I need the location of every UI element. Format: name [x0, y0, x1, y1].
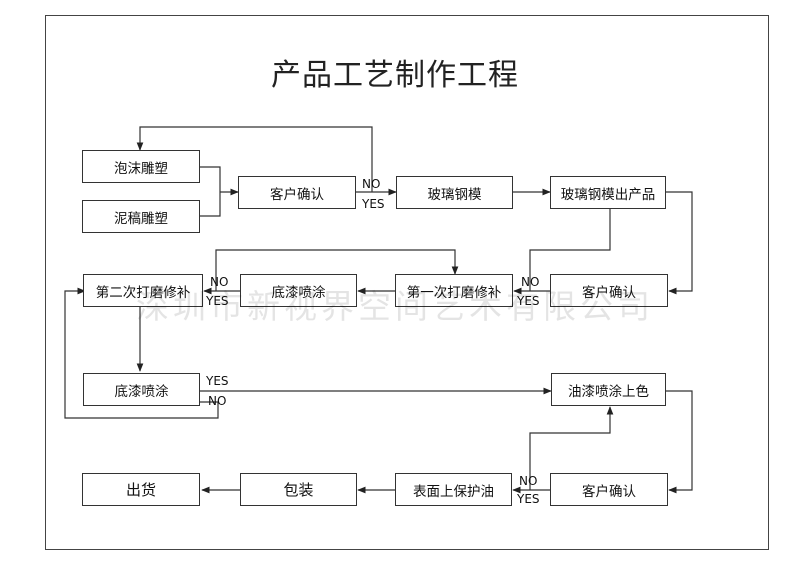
node-foam-sculpture: 泡沫雕塑	[82, 150, 200, 183]
node-frp-product: 玻璃钢模出产品	[550, 176, 666, 209]
node-paint-color: 油漆喷涂上色	[551, 373, 666, 406]
node-client-confirm-2: 客户确认	[550, 274, 668, 307]
node-shipping: 出货	[82, 473, 200, 506]
label-no-2: NO	[521, 275, 540, 289]
node-client-confirm-1: 客户确认	[238, 176, 356, 209]
label-no-5: NO	[519, 474, 538, 488]
label-yes-5: YES	[517, 492, 540, 506]
label-yes-1: YES	[362, 197, 385, 211]
node-primer-1: 底漆喷涂	[240, 274, 357, 307]
arrow-loop-top	[215, 249, 459, 291]
connector-product-no	[529, 208, 611, 291]
arrow-primer2-no-back	[64, 287, 219, 419]
diagram-frame	[45, 15, 769, 550]
node-client-confirm-3: 客户确认	[550, 473, 668, 506]
node-frp-mold: 玻璃钢模	[396, 176, 513, 209]
label-yes-3: YES	[206, 294, 229, 308]
label-yes-2: YES	[517, 294, 540, 308]
label-no-1: NO	[362, 177, 381, 191]
arrow-no-back-foam	[136, 126, 373, 192]
node-primer-2: 底漆喷涂	[83, 373, 200, 406]
arrow-confirm3-no-paint	[529, 406, 614, 490]
diagram-title: 产品工艺制作工程	[271, 58, 519, 93]
arrow-paint-confirm3	[666, 390, 693, 494]
label-no-4: NO	[208, 394, 227, 408]
connector-foam	[200, 166, 221, 192]
connector-clay	[200, 192, 221, 217]
node-first-sanding: 第一次打磨修补	[395, 274, 513, 307]
node-second-sanding: 第二次打磨修补	[83, 274, 203, 307]
arrow-product-confirm2	[666, 191, 693, 295]
node-clay-sculpture: 泥稿雕塑	[82, 200, 200, 233]
label-no-3: NO	[210, 275, 229, 289]
label-yes-4: YES	[206, 374, 229, 388]
node-protective-oil: 表面上保护油	[395, 473, 512, 506]
node-packaging: 包装	[240, 473, 357, 506]
